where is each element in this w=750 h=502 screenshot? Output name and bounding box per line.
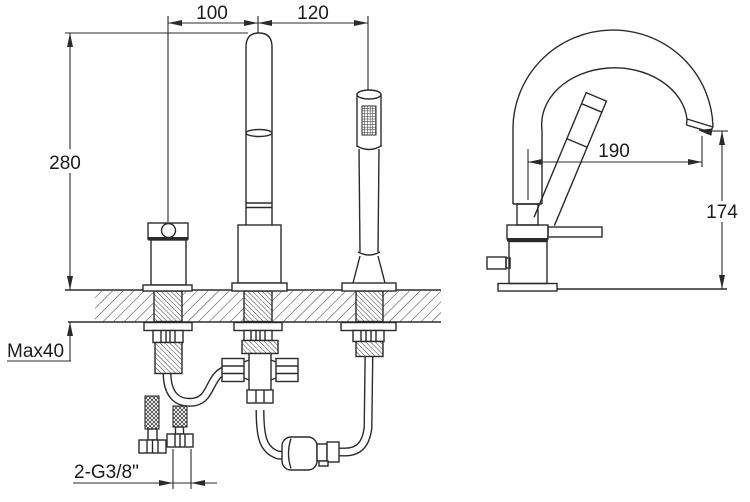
arrowhead: [244, 20, 258, 26]
arrowhead: [159, 480, 173, 486]
handle-shank-assembly: [143, 321, 193, 375]
side-base-plate: [497, 282, 558, 292]
weight-outlet-fitting: [316, 443, 328, 462]
dim-supply-thread: [73, 449, 217, 489]
spout-shank-through-deck: [243, 290, 273, 323]
dim-label-max40: Max40: [7, 341, 64, 362]
front-view: [7, 16, 441, 489]
valve-handle: [142, 222, 193, 292]
tee-left-nut: [221, 357, 245, 383]
tee-body: [248, 352, 272, 392]
handle-index-dot: [160, 222, 177, 239]
dim-label-supply-thread: 2-G3/8": [74, 462, 139, 483]
hand-shower-side: [533, 91, 608, 226]
shower-escutcheon: [341, 282, 397, 292]
spout-column: [231, 32, 288, 292]
spout-escutcheon: [231, 282, 288, 292]
washer: [233, 321, 283, 332]
tee-connector-assembly: [221, 321, 299, 404]
dimension-labels: 100 120 280 Max40 2-G3/8" 190 174: [7, 3, 743, 483]
spout-outlet-tip: [698, 128, 713, 136]
gooseneck-spout: [512, 29, 714, 205]
hand-shower-front: [341, 89, 397, 292]
dim-label-280: 280: [49, 153, 81, 174]
dim-spout-reach: [527, 136, 703, 200]
arrowhead: [67, 33, 73, 47]
arrowhead: [168, 20, 182, 26]
label-mask: [701, 201, 743, 222]
handle-escutcheon: [142, 284, 193, 292]
threaded-tail: [154, 341, 183, 375]
threaded-collar: [241, 339, 279, 355]
threaded-tail: [355, 340, 384, 358]
connection-hoses: [162, 351, 374, 461]
arrowhead: [67, 322, 73, 336]
supply-hose-right: [166, 405, 194, 448]
locknut: [352, 329, 385, 343]
braided-hose: [172, 405, 188, 428]
arrowhead: [528, 159, 542, 165]
side-body: [486, 203, 727, 292]
dim-deck-thickness: [7, 322, 73, 362]
arrowhead: [719, 275, 725, 289]
arrowhead: [719, 131, 725, 145]
arrowhead: [191, 480, 205, 486]
locknut: [243, 329, 273, 342]
arrowhead: [354, 20, 368, 26]
dim-label-190: 190: [598, 141, 630, 162]
tee-bottom-nut: [246, 389, 274, 404]
washer: [340, 321, 397, 332]
side-handle-lever: [547, 226, 603, 238]
label-mask: [42, 149, 89, 173]
washer: [143, 321, 193, 332]
spray-face-mesh: [361, 105, 377, 136]
dim-label-120: 120: [297, 3, 329, 24]
dim-label-100: 100: [196, 3, 228, 24]
arrowhead: [258, 20, 272, 26]
dim-top-spacing: [167, 16, 369, 222]
supply-hose-left: [138, 395, 167, 454]
hose-weight-cylinder: [281, 436, 340, 471]
diverter-knob: [486, 256, 507, 270]
side-view: [486, 29, 728, 292]
dim-label-174: 174: [706, 202, 738, 223]
shower-shank-assembly: [340, 321, 397, 358]
arrowhead: [688, 159, 702, 165]
locknut: [152, 329, 184, 344]
arrowhead: [67, 276, 73, 290]
shower-shank-through-deck: [355, 290, 384, 323]
braided-hose: [144, 395, 160, 430]
tee-right-nut: [275, 357, 299, 383]
handle-shank-through-deck: [153, 290, 183, 323]
